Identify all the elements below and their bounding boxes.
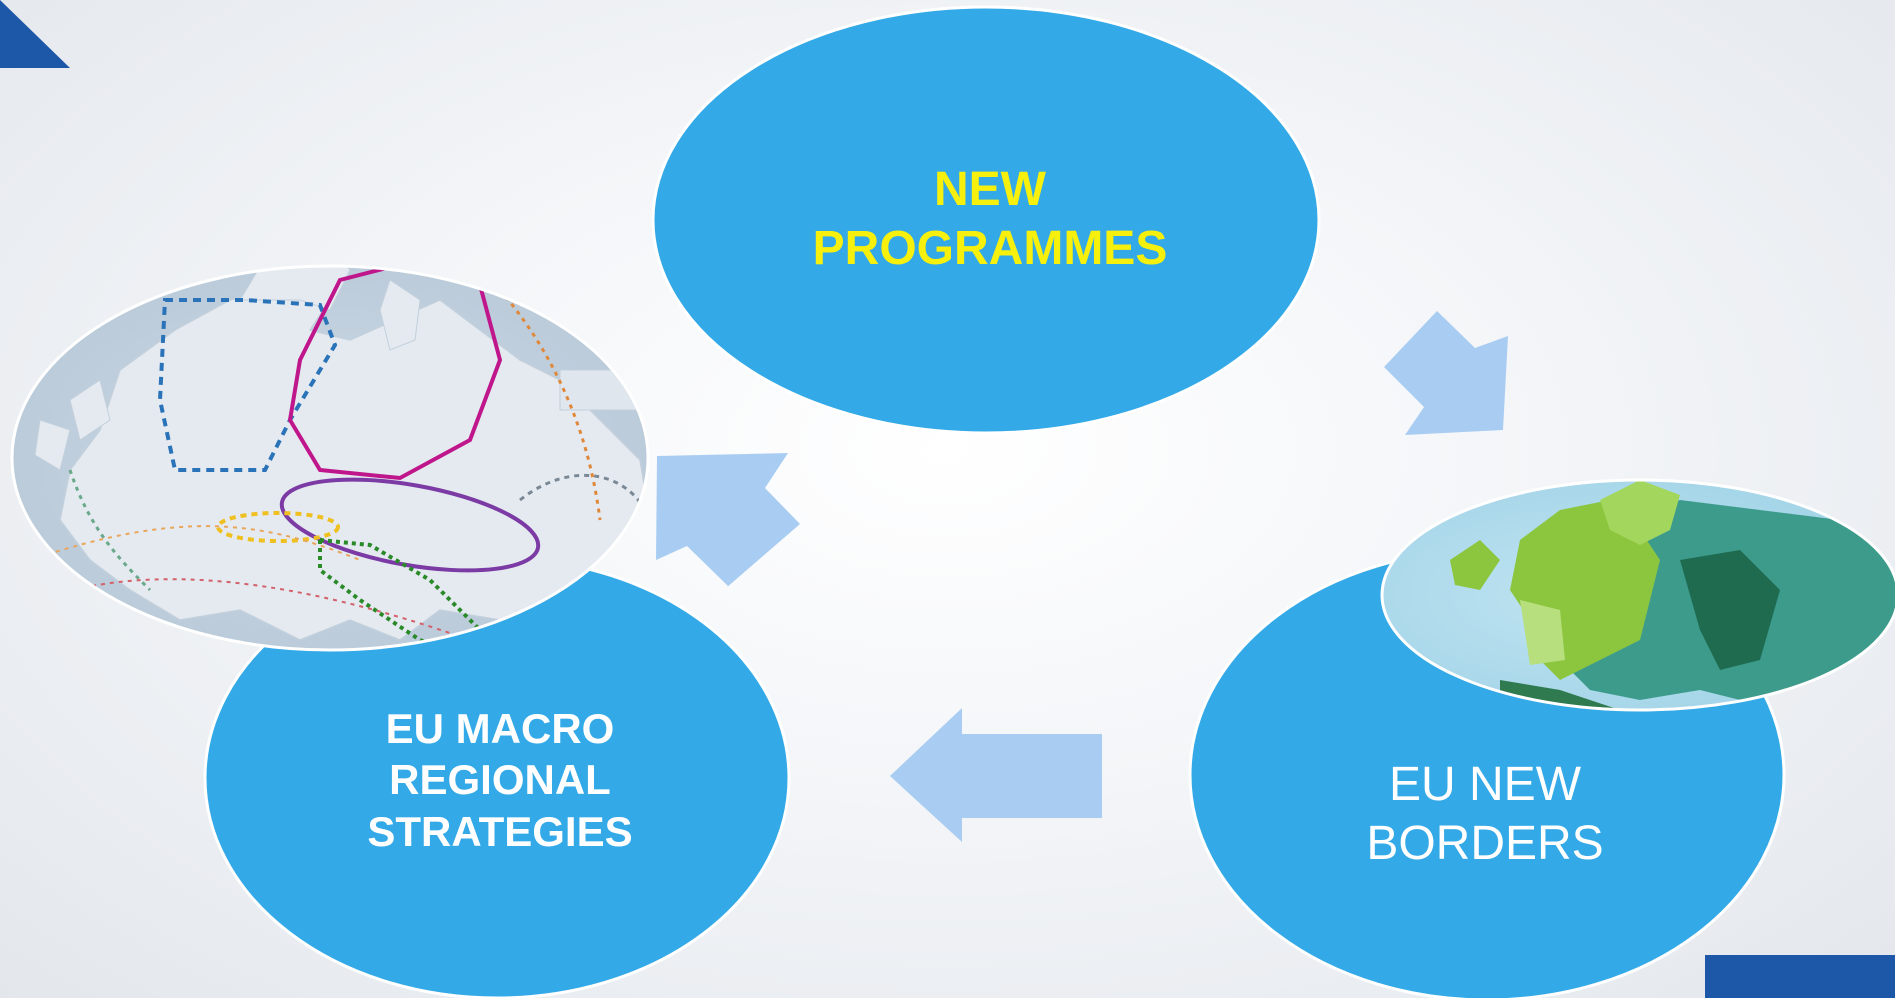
corner-accent-left: [0, 0, 70, 68]
new-programmes-label: NEW PROGRAMMES: [740, 160, 1240, 280]
new-borders-line-1: EU NEW: [1389, 758, 1581, 812]
ellipse-new-programmes: [651, 5, 1321, 435]
macro-regional-label: EU MACRO REGIONAL STRATEGIES: [270, 700, 730, 860]
arrow-to-borders: [1384, 311, 1508, 435]
macro-regions-map: [12, 266, 648, 650]
macro-regional-line-1: EU MACRO: [385, 705, 615, 753]
arrow-to-macro: [890, 708, 1102, 842]
macro-regional-line-3: STRATEGIES: [367, 807, 633, 855]
new-programmes-line-2: PROGRAMMES: [812, 222, 1168, 275]
new-borders-label: EU NEW BORDERS: [1250, 745, 1720, 885]
arrow-to-programmes: [656, 453, 800, 588]
macro-regional-line-2: REGIONAL: [389, 756, 611, 804]
eu-cooperation-map: [1382, 480, 1895, 710]
new-borders-line-2: BORDERS: [1366, 817, 1604, 870]
new-programmes-line-1: NEW: [934, 163, 1046, 217]
corner-accent-right: [1705, 955, 1895, 998]
